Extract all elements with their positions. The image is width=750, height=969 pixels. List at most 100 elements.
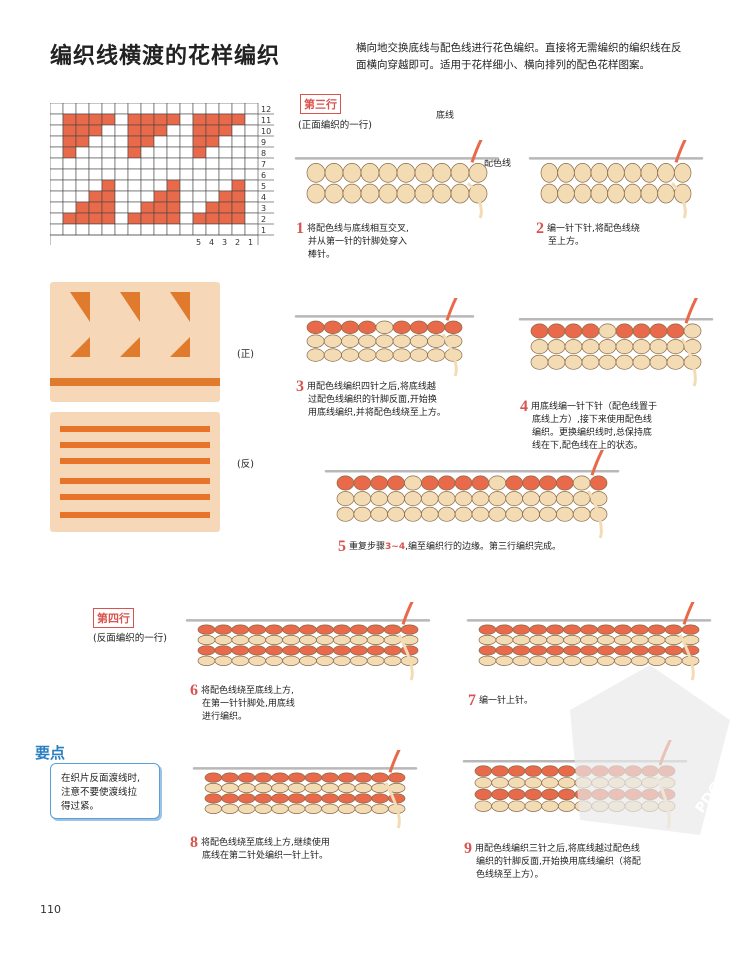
stitch-loop xyxy=(371,803,389,814)
stitch-loop xyxy=(478,624,497,635)
chart-cell xyxy=(127,102,142,115)
stitch-loop xyxy=(597,624,615,635)
stitch-loop xyxy=(337,772,356,783)
stitch-loop xyxy=(254,782,273,794)
chart-cell xyxy=(101,179,116,192)
stitch-loop xyxy=(378,162,398,183)
contrast-yarn xyxy=(674,140,687,163)
chart-cell xyxy=(231,223,246,236)
stitch-loop xyxy=(306,162,326,183)
section4-sub: (反面编织的一行) xyxy=(93,633,167,644)
stitch-loop xyxy=(404,475,422,491)
stitch-loop xyxy=(541,777,559,789)
stitch-loop xyxy=(491,788,509,801)
base-yarn xyxy=(670,182,687,219)
stitch-loop xyxy=(581,323,600,339)
chart-cell xyxy=(192,223,207,236)
stitch-loop xyxy=(383,645,402,656)
chart-cell xyxy=(205,135,220,148)
stitch-loop xyxy=(598,354,617,370)
stitch-loop xyxy=(404,506,422,522)
chart-cell xyxy=(205,223,220,236)
stitch-loop xyxy=(342,183,362,204)
chart-cell xyxy=(244,102,259,115)
chart-cell xyxy=(140,102,155,115)
chart-cell xyxy=(127,179,142,192)
chart-cell xyxy=(75,157,90,170)
stitch-loop xyxy=(375,348,394,362)
stitch-loop xyxy=(321,803,339,814)
chart-col-number: 5 xyxy=(196,238,201,245)
stitch-loop xyxy=(392,334,411,348)
stitch-loop xyxy=(341,320,360,334)
stitch-loop xyxy=(488,506,507,522)
caption-line: 编织的针脚反面,开始换用底线编织（将配 xyxy=(476,857,641,867)
step9-number: 9 xyxy=(464,840,472,857)
stitch-loop xyxy=(471,506,490,522)
stitch-loop xyxy=(615,339,634,355)
step4-illustration xyxy=(516,298,716,388)
chart-cell xyxy=(114,223,129,236)
chart-cell xyxy=(218,223,233,236)
stitch-loop xyxy=(237,803,256,814)
chart-cell xyxy=(49,212,64,225)
stitch-loop xyxy=(366,624,385,635)
stitch-loop xyxy=(454,491,473,507)
stitch-loop xyxy=(349,655,368,666)
stitch-loop xyxy=(353,506,372,522)
chart-cell xyxy=(179,223,194,236)
section3-label: 第三行 xyxy=(300,94,341,114)
stitch-loop xyxy=(573,183,592,204)
photo-front xyxy=(50,282,220,406)
stitch-loop xyxy=(378,183,398,204)
stitch-loop xyxy=(237,772,256,783)
stitch-loop xyxy=(396,183,416,204)
stitch-loop xyxy=(541,788,559,801)
stitch-loop xyxy=(640,162,659,183)
stitch-loop xyxy=(454,475,473,491)
stitch-loop xyxy=(615,354,634,370)
chart-cell xyxy=(153,168,168,181)
stitch-loop xyxy=(271,793,289,804)
stitch-loop xyxy=(557,183,575,204)
chart-cell xyxy=(218,168,233,181)
chart-cell xyxy=(192,190,207,203)
stitch-loop xyxy=(248,624,267,635)
base-yarn xyxy=(397,634,414,681)
stitch-loop xyxy=(404,491,422,507)
stitch-loop xyxy=(214,624,233,635)
stitch-loop xyxy=(254,793,273,804)
chart-cell xyxy=(75,190,90,203)
chart-cell xyxy=(127,157,142,170)
stitch-loop xyxy=(371,772,389,783)
chart-cell xyxy=(179,157,194,170)
chart-cell xyxy=(192,113,207,126)
chart-row-number: 1 xyxy=(261,226,266,235)
chart-cell xyxy=(179,201,194,214)
stitch-loop xyxy=(488,475,507,491)
chart-row-number: 5 xyxy=(261,182,266,191)
chart-cell xyxy=(166,135,181,148)
stitch-loop xyxy=(541,800,559,812)
stitch-loop xyxy=(632,354,651,370)
chart-cell xyxy=(127,201,142,214)
chart-cell xyxy=(231,157,246,170)
chart-cell xyxy=(153,135,168,148)
chart-cell xyxy=(205,124,220,137)
chart-cell xyxy=(127,135,142,148)
base-yarn xyxy=(466,182,483,219)
chart-cell xyxy=(218,201,233,214)
stitch-loop xyxy=(664,645,683,656)
stitch-loop xyxy=(507,777,526,789)
stitch-loop xyxy=(437,491,456,507)
caption-line: 用底线编织,并将配色线绕至上方。 xyxy=(308,408,446,418)
chart-cell xyxy=(88,157,103,170)
stitch-loop xyxy=(271,782,289,794)
stitch-loop xyxy=(265,634,283,646)
stitch-loop xyxy=(512,645,531,656)
step6-number: 6 xyxy=(190,682,198,699)
